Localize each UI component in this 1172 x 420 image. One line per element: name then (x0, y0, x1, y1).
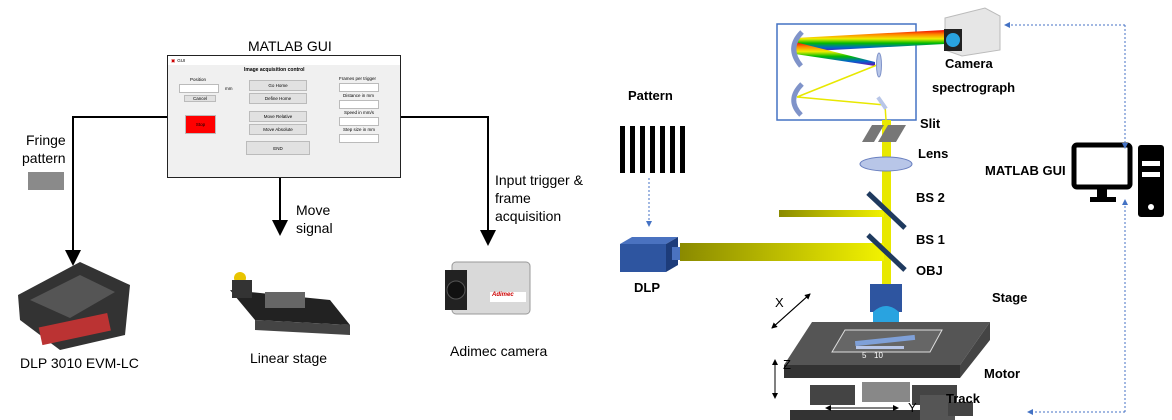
adimec-camera-label: Adimec camera (450, 343, 548, 359)
axis-x-label: X (775, 295, 784, 310)
axis-arrows (771, 293, 899, 411)
bs1-label: BS 1 (916, 232, 945, 247)
beam-splitter-1 (866, 233, 907, 272)
pattern-bars (620, 126, 685, 173)
spectrograph-label: spectrograph (932, 80, 1016, 95)
define-home-button[interactable]: Define Home (249, 93, 307, 104)
distance-input[interactable] (339, 100, 379, 109)
spectrograph-camera-image (944, 7, 1001, 57)
fringe-label: Fringe (26, 132, 66, 148)
control-links (1004, 22, 1128, 415)
step-label: Step size in mm (343, 127, 376, 132)
matlab-gui-window: ▣GUI Image acquisition control Position … (167, 55, 401, 178)
position-label: Position (190, 77, 207, 82)
computer-icon (1071, 142, 1164, 217)
cancel-button[interactable]: Cancel (184, 95, 216, 102)
bs2-beam (779, 210, 884, 217)
camera-brand-logo: Adimec (492, 292, 514, 298)
matlab-gui-label: MATLAB GUI (985, 163, 1066, 178)
frames-input[interactable] (339, 83, 379, 92)
grating-mirror (876, 52, 882, 78)
dlp-device-label: DLP 3010 EVM-LC (20, 355, 139, 371)
yellow-beam-path (796, 64, 887, 121)
adimec-camera-image (445, 261, 531, 315)
trigger-label-2: frame (495, 190, 531, 206)
gui-titlebar: ▣GUI (168, 56, 400, 65)
move-absolute-button[interactable]: Move Absolute (249, 124, 307, 135)
trigger-label-3: acquisition (495, 208, 562, 224)
dlp-projector-image (620, 237, 680, 272)
lens (859, 156, 913, 172)
gui-window-title: GUI (177, 58, 186, 63)
trigger-label: Input trigger & (495, 172, 583, 188)
slit (862, 125, 906, 142)
obj-label: OBJ (916, 263, 943, 278)
stage-label: Stage (992, 290, 1028, 305)
lens-label: Lens (918, 146, 949, 161)
unit-label: mm (225, 86, 233, 91)
move-relative-button[interactable]: Move Relative (249, 111, 307, 122)
rainbow-beam (795, 30, 945, 52)
connector-lines (65, 116, 496, 266)
dlp-board-image (18, 262, 130, 350)
position-input[interactable] (179, 84, 219, 93)
end-button[interactable]: END (246, 141, 310, 155)
fringe-pattern-thumbnail (28, 172, 64, 190)
dial-label-5: 5 (862, 351, 867, 360)
concave-mirror-2 (791, 82, 804, 117)
camera-label: Camera (945, 56, 993, 71)
gui-heading: Image acquisition control (244, 67, 305, 73)
pattern-label: Pattern (628, 88, 673, 103)
linear-stage-label: Linear stage (250, 350, 328, 366)
beam-splitter-2 (866, 191, 907, 230)
step-input[interactable] (339, 134, 379, 143)
xyz-stage (784, 322, 990, 420)
slit-label: Slit (920, 116, 941, 131)
axis-y-label: Y (908, 400, 917, 415)
fold-mirror (876, 96, 888, 110)
vertical-beam (882, 120, 891, 290)
distance-label: Distance in mm (343, 93, 375, 98)
motor-label: Motor (984, 366, 1021, 381)
matlab-gui-title: MATLAB GUI (248, 38, 332, 54)
dlp-label: DLP (634, 280, 660, 295)
track-label: Track (946, 391, 980, 406)
linear-stage-image (230, 272, 350, 335)
stop-button[interactable]: Stop (185, 115, 216, 134)
speed-input[interactable] (339, 117, 379, 126)
move-signal-label: Move (296, 202, 331, 218)
bs2-label: BS 2 (916, 190, 945, 205)
spectrograph-box (776, 23, 917, 121)
axis-z-label: Z (783, 357, 791, 372)
move-signal-label-2: signal (296, 220, 333, 236)
frames-label: Frames per trigger (339, 76, 377, 81)
fringe-label-2: pattern (22, 150, 66, 166)
rainbow-beam-2 (795, 42, 875, 66)
dlp-beam (680, 243, 884, 261)
go-home-button[interactable]: Go Home (249, 80, 307, 91)
concave-mirror-1 (791, 30, 804, 68)
speed-label: Speed in mm/s (344, 110, 375, 115)
dial-label-10: 10 (874, 351, 883, 360)
